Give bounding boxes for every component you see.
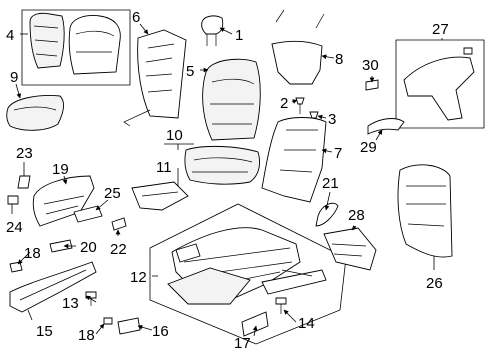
clip-18b (103, 317, 113, 325)
motor-12 (175, 243, 201, 263)
headrest (201, 15, 224, 35)
callout-8: 8 (335, 51, 343, 68)
callout-6: 6 (132, 9, 140, 26)
side-panel-26 (397, 164, 453, 258)
callout-18b: 18 (78, 327, 95, 344)
callout-19: 19 (52, 161, 69, 178)
seat-cushion (184, 145, 261, 185)
callout-13: 13 (62, 295, 79, 312)
bolt-14 (275, 297, 287, 305)
callout-16: 16 (152, 323, 169, 340)
callout-29: 29 (360, 139, 377, 156)
callout-7: 7 (334, 145, 342, 162)
callout-11: 11 (156, 159, 172, 176)
callout-26: 26 (426, 275, 443, 292)
callout-25: 25 (104, 185, 121, 202)
part-29 (367, 118, 405, 135)
group-box-4 (21, 9, 131, 86)
seatback-cover-rear (68, 15, 121, 75)
callout-labels: 1 2 3 4 5 6 7 8 9 10 11 12 13 14 15 16 1… (6, 9, 449, 352)
group-box-27 (395, 39, 485, 129)
screw-2 (295, 97, 305, 105)
callout-1: 1 (235, 27, 243, 44)
callout-18a: 18 (24, 245, 41, 262)
bracket-20 (49, 239, 73, 253)
clip-18 (9, 261, 23, 273)
seatback-panel (137, 29, 187, 119)
seat-cushion-pad (6, 95, 65, 131)
part-27 (403, 56, 475, 121)
callout-28: 28 (348, 207, 365, 224)
callout-9: 9 (10, 69, 18, 86)
cover-21 (315, 202, 339, 227)
seatback-cushion (202, 58, 261, 141)
callout-2: 2 (280, 95, 288, 112)
callout-10: 10 (166, 127, 183, 144)
seat-pan-cover (131, 181, 189, 211)
callout-24: 24 (6, 219, 23, 236)
callout-5: 5 (186, 63, 194, 80)
clip-24 (7, 195, 19, 205)
cover-17 (241, 311, 269, 337)
callout-14: 14 (298, 315, 315, 332)
seatback-cover-front (29, 12, 65, 69)
callout-3: 3 (328, 111, 336, 128)
switch-25 (73, 205, 103, 223)
callout-12: 12 (130, 269, 147, 286)
callout-30: 30 (362, 57, 379, 74)
screw-3 (309, 111, 319, 119)
seatback-frame (261, 117, 327, 203)
leader-lines (11, 23, 443, 337)
clip-22 (111, 217, 127, 231)
side-trim-15 (9, 261, 97, 313)
seatback-bracket (271, 40, 323, 85)
callout-20: 20 (80, 239, 97, 256)
callout-17: 17 (234, 335, 251, 352)
trim-28 (323, 227, 377, 271)
callout-21: 21 (322, 175, 339, 192)
clip-16 (117, 317, 141, 335)
seat-track-lower (167, 267, 251, 305)
callout-23: 23 (16, 145, 33, 162)
callout-15: 15 (36, 323, 53, 340)
clip-23 (17, 175, 31, 189)
callout-22: 22 (110, 241, 127, 258)
callout-27: 27 (432, 21, 449, 38)
group-box-12 (149, 203, 347, 345)
callout-4: 4 (6, 27, 14, 44)
clip-27 (463, 47, 473, 55)
